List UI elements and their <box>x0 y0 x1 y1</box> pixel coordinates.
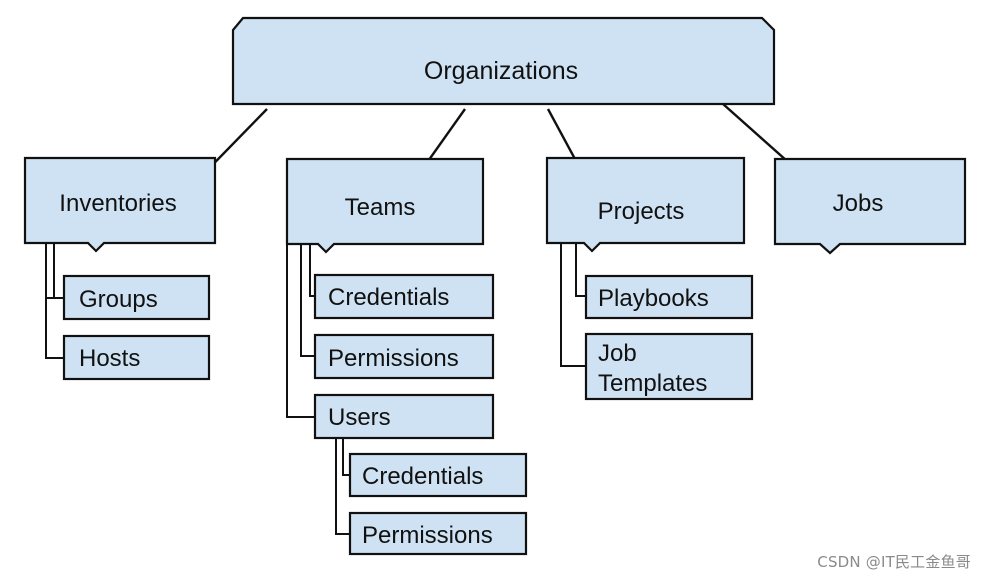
job-templates-node: Job Templates <box>584 332 754 401</box>
inventories-label: Inventories <box>59 190 176 217</box>
projects-connector <box>560 244 586 367</box>
teams-permissions-label: Permissions <box>328 345 459 372</box>
users-connector <box>335 438 350 535</box>
users-label: Users <box>328 404 391 431</box>
job-templates-label-line1: Job <box>598 340 637 367</box>
hosts-label: Hosts <box>79 345 140 372</box>
inventories-node: Inventories <box>23 156 217 253</box>
teams-credentials-node: Credentials <box>313 273 495 320</box>
users-permissions-label: Permissions <box>362 522 493 549</box>
teams-label: Teams <box>345 194 416 221</box>
teams-permissions-node: Permissions <box>313 333 495 380</box>
jobs-label: Jobs <box>833 190 884 217</box>
organizations-label: Organizations <box>424 57 578 85</box>
teams-credentials-label: Credentials <box>328 284 449 311</box>
job-templates-label-line2: Templates <box>598 370 707 397</box>
groups-node: Groups <box>62 274 211 321</box>
hosts-node: Hosts <box>62 334 211 381</box>
users-credentials-label: Credentials <box>362 463 483 490</box>
projects-label: Projects <box>598 198 685 225</box>
groups-label: Groups <box>79 286 158 313</box>
teams-connector <box>286 234 315 418</box>
users-permissions-node: Permissions <box>348 511 528 556</box>
playbooks-node: Playbooks <box>584 274 754 320</box>
teams-node: Teams <box>285 157 485 254</box>
jobs-node: Jobs <box>773 157 967 255</box>
projects-node: Projects <box>545 156 746 253</box>
organizations-node: Organizations <box>231 16 776 106</box>
watermark-text: CSDN @IT民工金鱼哥 <box>817 553 971 571</box>
users-node: Users <box>313 393 495 440</box>
users-credentials-node: Credentials <box>348 452 528 498</box>
inventories-connector <box>45 244 64 359</box>
playbooks-label: Playbooks <box>598 285 709 312</box>
